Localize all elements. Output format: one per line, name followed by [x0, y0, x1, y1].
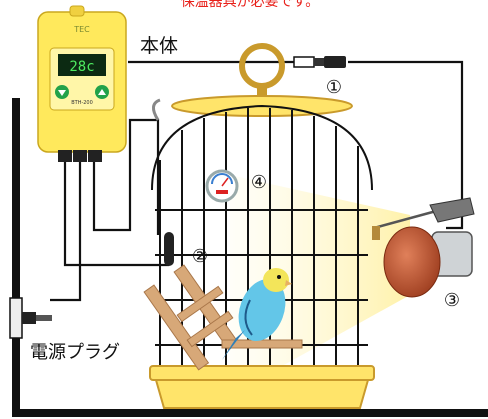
floor-line — [12, 409, 488, 417]
thermometer — [205, 169, 239, 203]
up-arrow-icon — [98, 89, 106, 95]
cage-base-rim — [149, 365, 375, 381]
down-arrow-icon — [58, 90, 66, 96]
heat-lamp — [372, 197, 475, 298]
controller-model: BTH-200 — [71, 100, 93, 106]
sensor-probe — [164, 232, 174, 266]
budgie — [222, 268, 292, 360]
power-plug — [9, 297, 52, 339]
controller-display-panel — [58, 54, 106, 76]
caption-top: 保温器具が必要です。 — [181, 0, 320, 10]
heat-bulb — [383, 226, 441, 298]
wire-plug — [50, 160, 82, 302]
temperature-sensor — [152, 98, 174, 266]
label-main-unit: 本体 — [140, 35, 178, 57]
callout-4: ④ — [251, 172, 267, 193]
inline-connector — [293, 56, 346, 68]
callout-1: ① — [326, 77, 342, 98]
cage-hanging-ring — [239, 43, 285, 89]
controller-brand: TEC — [73, 25, 90, 34]
callout-3: ③ — [444, 290, 460, 311]
wooden-ladder — [143, 264, 240, 371]
stand-pole — [12, 98, 20, 416]
wire-lamp — [348, 60, 464, 230]
cage-tray — [154, 379, 370, 409]
label-power-plug: 電源プラグ — [30, 342, 120, 363]
birdcage — [143, 43, 375, 409]
lamp-clamp — [429, 197, 475, 223]
controller-display: 28c — [69, 59, 94, 75]
callout-2: ② — [192, 246, 208, 267]
controller-unit: TEC 28c BTH-200 — [37, 5, 127, 162]
wire-probe — [92, 118, 160, 235]
